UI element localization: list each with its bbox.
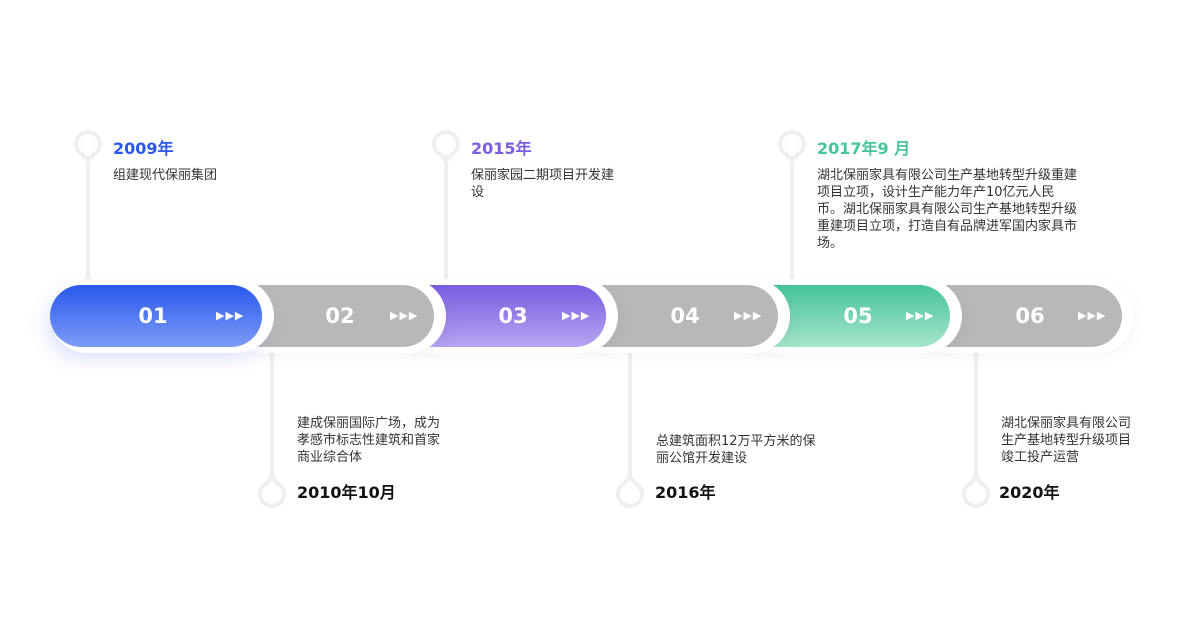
pin-marker-icon: [258, 474, 286, 509]
arrows-icon: ▶▶▶: [216, 309, 245, 322]
event-description: 湖北保丽家具有限公司生产基地转型升级项目竣工投产运营: [1001, 416, 1132, 465]
timeline-stem: [628, 347, 632, 477]
event-year: 2015年: [471, 139, 532, 158]
step-number: 03: [498, 304, 528, 328]
event-year: 2010年10月: [297, 483, 396, 502]
timeline-stem: [444, 155, 448, 285]
event-year: 2017年9 月: [817, 139, 911, 158]
event-description: 总建筑面积12万平方米的保丽公馆开发建设: [656, 434, 816, 466]
pin-marker-icon: [432, 129, 460, 164]
arrows-icon: ▶▶▶: [734, 309, 763, 322]
timeline-stem: [974, 347, 978, 477]
event-description: 建成保丽国际广场，成为孝感市标志性建筑和首家商业综合体: [297, 416, 441, 465]
timeline-stem: [86, 155, 90, 285]
arrows-icon: ▶▶▶: [906, 309, 935, 322]
timeline-step-01[interactable]: 01 ▶▶▶: [50, 285, 262, 347]
step-number: 01: [138, 304, 168, 328]
event-year: 2016年: [655, 483, 716, 502]
arrows-icon: ▶▶▶: [562, 309, 591, 322]
pin-marker-icon: [962, 474, 990, 509]
timeline-step-04[interactable]: 04 ▶▶▶: [566, 285, 778, 347]
pin-marker-icon: [616, 474, 644, 509]
event-year: 2009年: [113, 139, 174, 158]
pin-marker-icon: [74, 129, 102, 164]
arrows-icon: ▶▶▶: [1078, 309, 1107, 322]
arrows-icon: ▶▶▶: [390, 309, 419, 322]
event-year: 2020年: [999, 483, 1060, 502]
timeline-step-06[interactable]: 06 ▶▶▶: [910, 285, 1122, 347]
pin-marker-icon: [778, 129, 806, 164]
event-description: 组建现代保丽集团: [113, 168, 218, 183]
timeline-stem: [270, 347, 274, 477]
step-number: 04: [670, 304, 700, 328]
step-number: 05: [843, 304, 873, 328]
step-number: 06: [1015, 304, 1045, 328]
event-description: 湖北保丽家具有限公司生产基地转型升级重建项目立项，设计生产能力年产10亿元人民币…: [817, 168, 1078, 251]
timeline-stem: [790, 155, 794, 285]
event-description: 保丽家园二期项目开发建设: [471, 168, 615, 200]
step-number: 02: [325, 304, 355, 328]
